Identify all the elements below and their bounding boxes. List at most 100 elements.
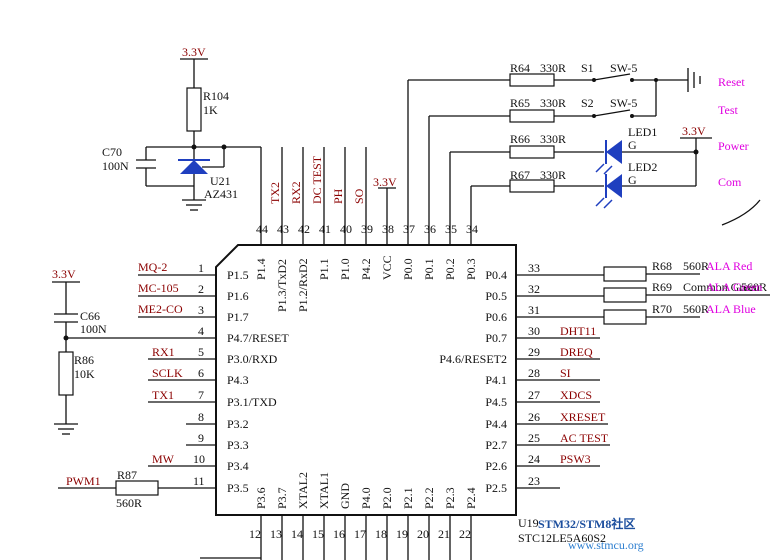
pin-num: 22 (459, 527, 471, 541)
net-label-xreset: XRESET (560, 410, 606, 424)
label-power: Power (718, 139, 749, 153)
net-label-dreq: DREQ (560, 345, 593, 359)
r67-value: 330R (540, 168, 566, 182)
pin-num: 10 (193, 452, 205, 466)
label-test: Test (718, 103, 738, 117)
watermark: STM32/STM8社区 www.stmcu.org (538, 516, 644, 552)
top-pins: 44 43 42 41 40 39 38 37 36 35 34 P1.4 P1… (254, 80, 478, 312)
c66-value: 100N (80, 322, 107, 336)
r69-ref: R69 (652, 280, 672, 294)
pin-num: 26 (528, 410, 540, 424)
s1-part: SW-5 (610, 61, 637, 75)
net-ala-red: ALA Red (706, 259, 752, 273)
pin-num: 36 (424, 222, 436, 236)
led2-ref: LED2 (628, 160, 657, 174)
pin-name: P2.7 (485, 438, 507, 452)
r87-resistor: R87 560R (58, 468, 159, 510)
ground-icon (54, 423, 78, 435)
pin-name: P1.1 (317, 258, 331, 280)
pin-name: P0.4 (485, 268, 507, 282)
net-label-psw3: PSW3 (560, 452, 591, 466)
r66-ref: R66 (510, 132, 530, 146)
pin-name: P2.5 (485, 481, 507, 495)
pin-name: P3.2 (227, 417, 249, 431)
pin-num: 38 (382, 222, 394, 236)
pin-num: 35 (445, 222, 457, 236)
pin-num: 3 (198, 303, 204, 317)
pin-num: 37 (403, 222, 415, 236)
vcc-rail-label: 3.3V (373, 175, 397, 189)
s1-ref: S1 (581, 61, 594, 75)
pin-name: P1.5 (227, 268, 249, 282)
pin-name: P1.3/TxD2 (275, 259, 289, 312)
pin-name: P4.6/RESET2 (439, 352, 507, 366)
pin-num: 16 (333, 527, 345, 541)
pin-num: 11 (193, 474, 205, 488)
label-reset: Reset (718, 75, 745, 89)
net-ala-blue: ALA Blue (706, 302, 756, 316)
net-ala-green: ALA Green (706, 280, 762, 294)
pin-name: P2.2 (422, 487, 436, 509)
pin-name: P0.2 (443, 258, 457, 280)
pin-num: 23 (528, 474, 540, 488)
r66-value: 330R (540, 132, 566, 146)
pin-num: 2 (198, 282, 204, 296)
led1-ref: LED1 (628, 125, 657, 139)
pin-num: 39 (361, 222, 373, 236)
net-common-green: Common Green (683, 280, 760, 294)
pin-name: P2.3 (443, 487, 457, 509)
led-rail-label: 3.3V (682, 124, 706, 138)
pin-name: P1.2/RxD2 (296, 258, 310, 312)
pin-name: P0.7 (485, 331, 507, 345)
net-label-tx2: TX2 (268, 182, 282, 204)
pin-name: P3.3 (227, 438, 249, 452)
net-label-mc105: MC-105 (138, 281, 179, 295)
pin-name: P0.3 (464, 258, 478, 280)
pin-num: 44 (256, 222, 268, 236)
left-pins: 1 2 3 4 5 6 7 8 9 10 11 P1.5 P1.6 P1.7 P… (66, 260, 289, 495)
pin-num: 4 (198, 324, 204, 338)
pin-num: 13 (270, 527, 282, 541)
pin-name: XTAL1 (317, 472, 331, 509)
r70-value: 560R (683, 302, 709, 316)
pin-num: 6 (198, 366, 204, 380)
c70-ref: C70 (102, 145, 122, 159)
r68-ref: R68 (652, 259, 672, 273)
pin-name: GND (338, 483, 352, 509)
reset-network: 3.3V C66 100N R86 10K (52, 267, 107, 435)
pin-num: 8 (198, 410, 204, 424)
pin-num: 5 (198, 345, 204, 359)
chip-ref: U19 (518, 516, 539, 530)
pin-name: XTAL2 (296, 472, 310, 509)
pin-name: P1.0 (338, 258, 352, 280)
pin-num: 34 (466, 222, 478, 236)
pin-num: 29 (528, 345, 540, 359)
net-label-xdcs: XDCS (560, 388, 592, 402)
r64-ref: R64 (510, 61, 530, 75)
pin-name: P1.7 (227, 310, 249, 324)
pin-num: 43 (277, 222, 289, 236)
r69-value: 560R (741, 280, 767, 294)
u21-ref: U21 (210, 174, 231, 188)
net-label-rx1: RX1 (152, 345, 175, 359)
bottom-pins: 12 13 14 15 16 17 18 19 20 21 22 P3.6 P3… (200, 472, 478, 560)
net-label-ac-test: AC TEST (560, 431, 609, 445)
pin-name: P2.4 (464, 487, 478, 509)
c70-value: 100N (102, 159, 129, 173)
pin-num: 41 (319, 222, 331, 236)
mcu-body (215, 244, 517, 516)
r86-resistor (58, 351, 74, 396)
r104-value: 1K (203, 103, 218, 117)
net-label-si: SI (560, 366, 571, 380)
chip-part: STC12LE5A60S2 (518, 531, 606, 545)
pin-num: 40 (340, 222, 352, 236)
pin-num: 42 (298, 222, 310, 236)
label-com: Com (718, 175, 742, 189)
c66-rail-label: 3.3V (52, 267, 76, 281)
pin-name: P1.4 (254, 258, 268, 280)
pin-num: 21 (438, 527, 450, 541)
pin-num: 19 (396, 527, 408, 541)
pin-name: P0.5 (485, 289, 507, 303)
net-label-so: SO (352, 188, 366, 204)
r87-value: 560R (116, 496, 142, 510)
